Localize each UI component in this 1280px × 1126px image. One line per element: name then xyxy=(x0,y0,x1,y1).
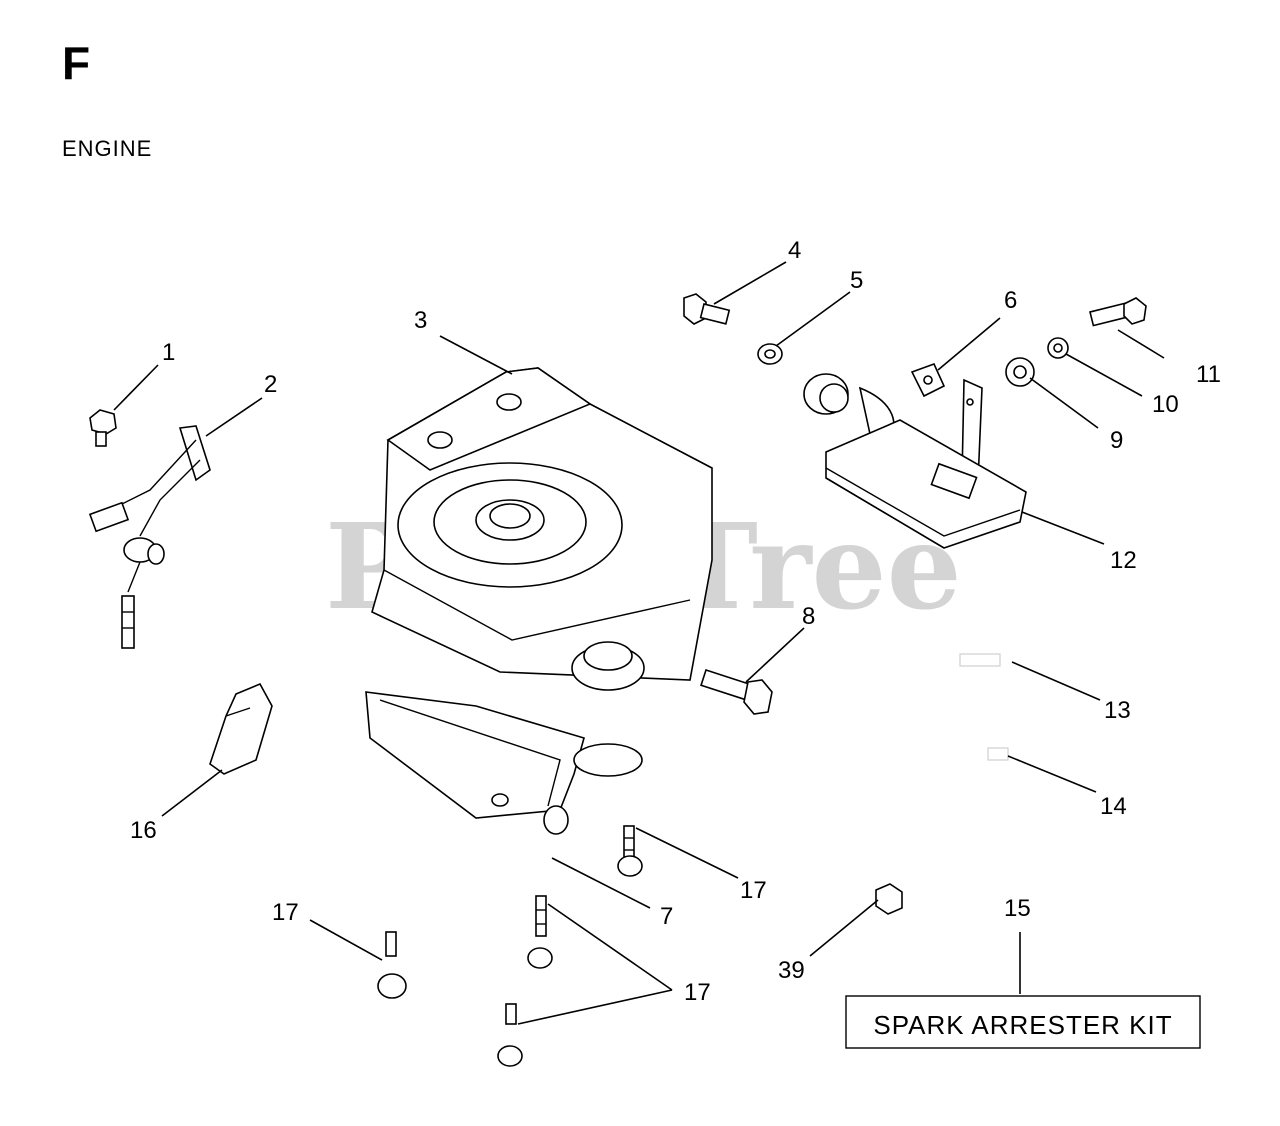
part-8-bolt[interactable] xyxy=(700,668,773,715)
part-10-washer[interactable] xyxy=(1047,337,1069,359)
callout-39: 39 xyxy=(778,957,805,984)
callout-4: 4 xyxy=(788,237,801,264)
callout-3: 3 xyxy=(414,307,427,334)
callout-17-bottom: 17 xyxy=(684,979,711,1006)
part-17-stud-bottom[interactable] xyxy=(497,1003,523,1067)
section-title: ENGINE xyxy=(62,136,153,161)
callout-17-right: 17 xyxy=(740,877,767,904)
part-5-washer[interactable] xyxy=(757,343,783,365)
part-16-clip[interactable] xyxy=(209,682,273,775)
part-3-engine[interactable] xyxy=(365,367,713,835)
callout-7: 7 xyxy=(660,903,673,930)
callout-1: 1 xyxy=(162,339,175,366)
callout-16: 16 xyxy=(130,817,157,844)
part-17-stud-center[interactable] xyxy=(527,895,553,969)
callout-12: 12 xyxy=(1110,547,1137,574)
part-2-linkage[interactable] xyxy=(88,425,211,649)
callout-14: 14 xyxy=(1100,793,1127,820)
callout-11: 11 xyxy=(1196,361,1221,388)
section-letter: F xyxy=(62,37,91,89)
part-4-bolt[interactable] xyxy=(683,293,731,325)
part-39-nut[interactable] xyxy=(875,883,903,915)
callout-2: 2 xyxy=(264,371,277,398)
spark-arrester-kit-label: SPARK ARRESTER KIT xyxy=(873,1010,1172,1040)
callout-5: 5 xyxy=(850,267,863,294)
spark-arrester-kit-box[interactable]: SPARK ARRESTER KIT xyxy=(845,995,1201,1049)
part-17-stud-right[interactable] xyxy=(617,825,643,877)
callout-10: 10 xyxy=(1152,391,1179,418)
part-13-fitting[interactable] xyxy=(959,653,1001,667)
part-12-muffler[interactable] xyxy=(803,373,1027,549)
callout-13: 13 xyxy=(1104,697,1131,724)
part-1-bolt[interactable] xyxy=(89,409,117,447)
callout-6: 6 xyxy=(1004,287,1017,314)
callout-17-left: 17 xyxy=(272,899,299,926)
callout-9: 9 xyxy=(1110,427,1123,454)
leader-lines xyxy=(113,261,1165,1025)
part-11-bolt[interactable] xyxy=(1089,297,1147,327)
callout-8: 8 xyxy=(802,603,815,630)
part-17-stud-left[interactable] xyxy=(377,931,407,999)
part-14-fitting[interactable] xyxy=(987,747,1009,761)
callout-15: 15 xyxy=(1004,895,1031,922)
part-9-washer[interactable] xyxy=(1005,357,1035,387)
